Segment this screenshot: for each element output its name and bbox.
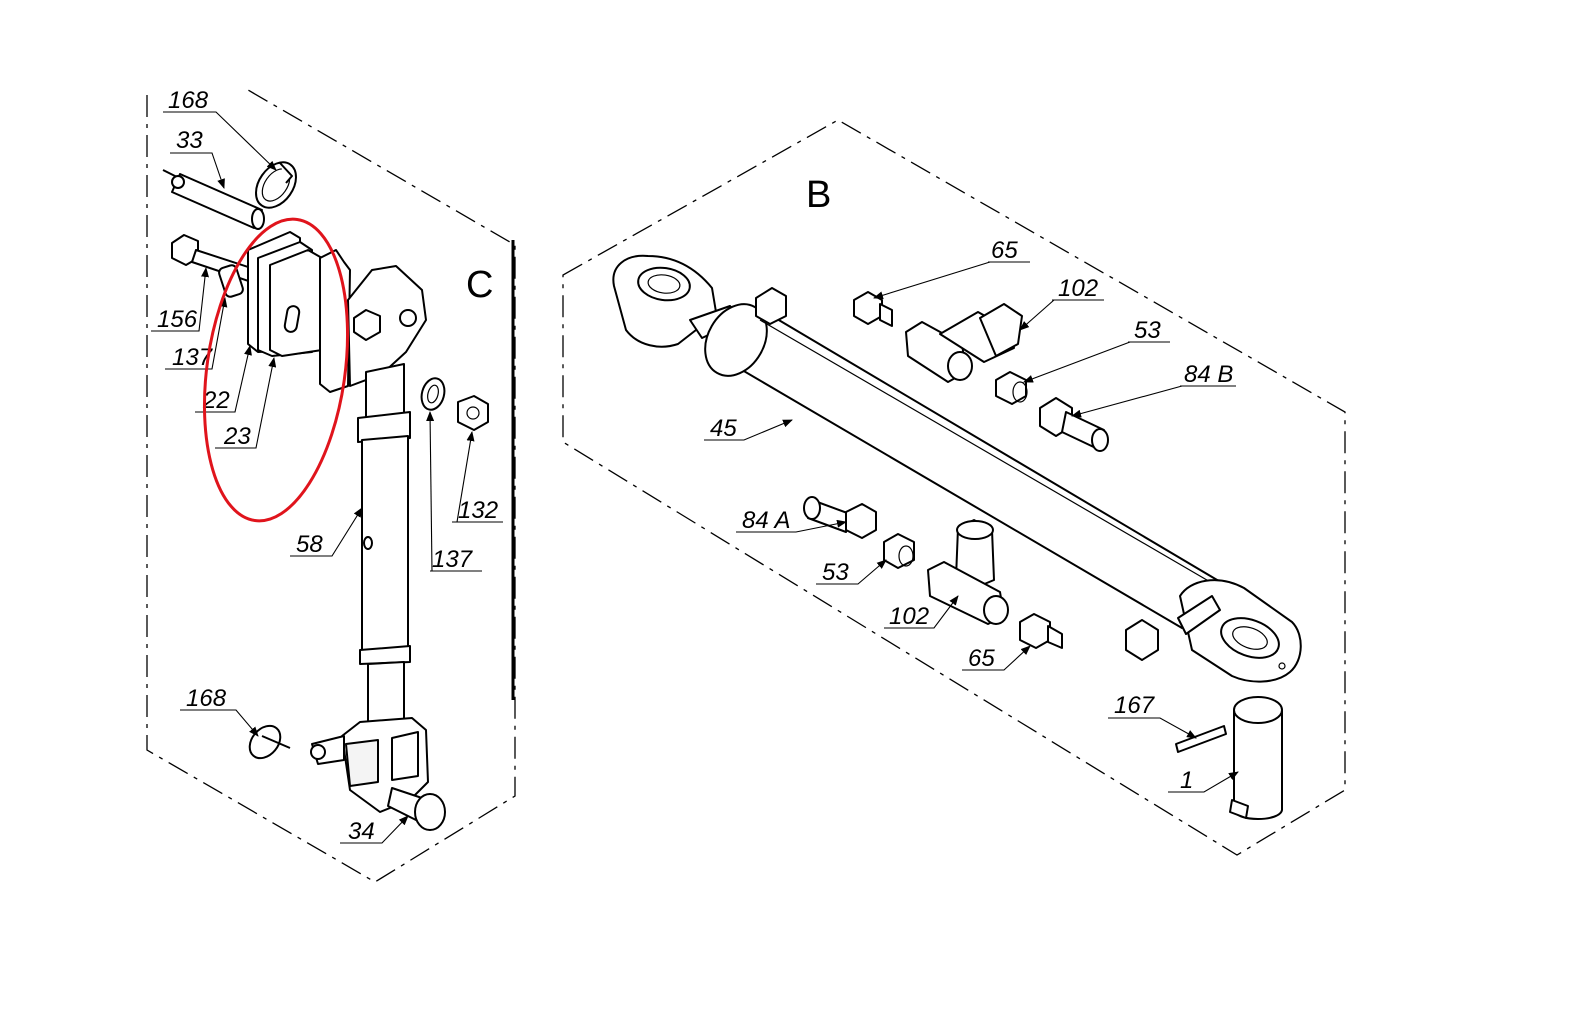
callout-65-top: 65	[873, 237, 1030, 300]
group-b-letter: B	[806, 174, 831, 216]
valve-102-top	[905, 303, 1023, 383]
hydraulic-cylinder-45	[612, 254, 1302, 683]
svg-text:102: 102	[1058, 275, 1098, 302]
callout-22: 22	[195, 345, 252, 414]
highlight-ellipse	[202, 217, 350, 523]
callout-102-bottom: 102	[884, 595, 959, 630]
group-c-boundary	[146, 89, 516, 883]
svg-text:137: 137	[432, 546, 474, 573]
adapter-53-top	[995, 371, 1028, 405]
callout-84a: 84 A	[736, 507, 847, 534]
callout-1: 1	[1168, 767, 1239, 794]
callout-167: 167	[1108, 692, 1197, 739]
svg-text:1: 1	[1180, 767, 1193, 794]
svg-text:58: 58	[296, 531, 323, 558]
pin-1	[1229, 696, 1283, 820]
callout-53-top: 53	[1023, 317, 1170, 383]
fitting-84a	[803, 496, 877, 539]
svg-text:22: 22	[202, 387, 230, 414]
svg-text:132: 132	[458, 497, 498, 524]
svg-text:23: 23	[223, 423, 251, 450]
group-c-assembly: C	[146, 87, 516, 883]
spring-clip-168-top	[255, 161, 297, 209]
svg-text:65: 65	[991, 237, 1018, 264]
fitting-65-top	[853, 291, 893, 327]
callout-65-bottom: 65	[962, 645, 1031, 672]
svg-text:156: 156	[157, 306, 198, 333]
plate-23	[257, 241, 323, 357]
callout-33: 33	[170, 127, 225, 189]
callout-53-bottom: 53	[816, 559, 887, 586]
valve-102-bottom	[927, 519, 1009, 625]
svg-text:53: 53	[822, 559, 849, 586]
svg-text:34: 34	[348, 818, 375, 845]
callout-45: 45	[704, 415, 793, 442]
pin-34	[387, 787, 446, 831]
callout-102-top: 102	[1019, 275, 1104, 331]
svg-text:167: 167	[1114, 692, 1156, 719]
group-c-letter: C	[466, 264, 493, 306]
callout-23: 23	[215, 357, 277, 450]
callout-84b: 84 B	[1071, 361, 1236, 418]
svg-text:102: 102	[889, 603, 929, 630]
fitting-84b	[1039, 397, 1109, 452]
svg-text:168: 168	[186, 685, 227, 712]
callout-156: 156	[151, 267, 209, 333]
svg-text:53: 53	[1134, 317, 1161, 344]
pin-167	[1175, 725, 1227, 753]
svg-text:84 B: 84 B	[1184, 361, 1233, 388]
fitting-65-bottom	[1019, 613, 1063, 649]
group-b-assembly: B	[562, 119, 1346, 856]
bottom-clevis	[310, 717, 429, 813]
callout-168-top: 168	[163, 87, 277, 171]
callout-168-bottom: 168	[180, 685, 259, 737]
pin-33	[162, 169, 265, 230]
svg-text:33: 33	[176, 127, 203, 154]
callout-132: 132	[452, 431, 503, 524]
rod-58	[357, 363, 411, 731]
svg-text:65: 65	[968, 645, 995, 672]
washer-137-right	[420, 377, 446, 411]
callout-58: 58	[290, 507, 363, 558]
svg-text:84 A: 84 A	[742, 507, 790, 534]
callout-137-right: 137	[426, 411, 482, 573]
adapter-53-bottom	[883, 533, 915, 569]
callout-34: 34	[340, 815, 409, 845]
svg-text:168: 168	[168, 87, 209, 114]
nut-132	[457, 395, 489, 431]
svg-text:45: 45	[710, 415, 737, 442]
